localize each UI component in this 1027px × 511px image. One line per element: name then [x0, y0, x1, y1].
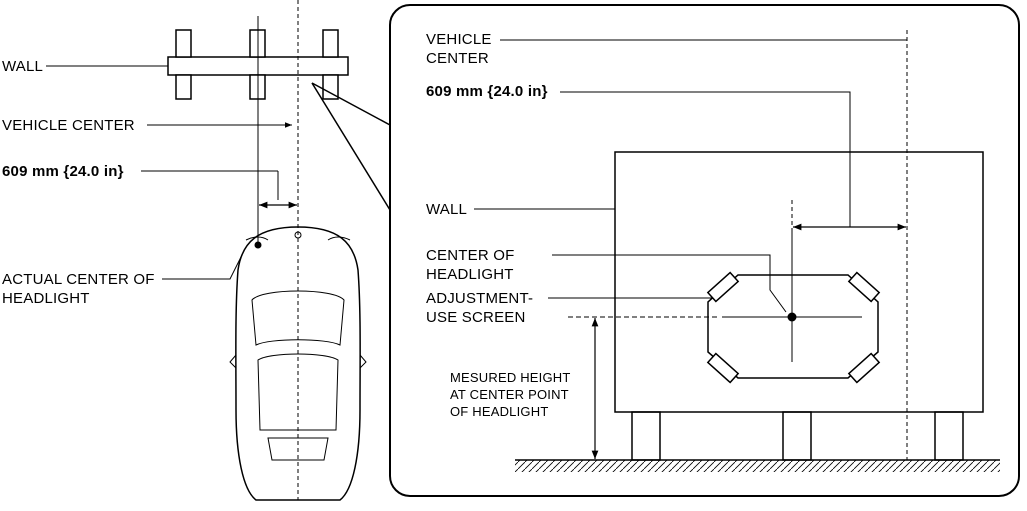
label-vehicle-center-left: VEHICLE CENTER [2, 117, 135, 134]
label-vehicle-center-detail-line2: CENTER [426, 50, 489, 67]
label-screen-line2: USE SCREEN [426, 309, 526, 326]
label-height-line2: AT CENTER POINT [450, 387, 569, 402]
actual-headlight-center-dot [254, 241, 262, 249]
adjustment-screen [706, 271, 881, 384]
headlight-center-dot [787, 312, 797, 322]
car-top-view [229, 226, 367, 501]
label-height-line3: OF HEADLIGHT [450, 404, 549, 419]
label-distance-detail: 609 mm {24.0 in} [426, 83, 548, 100]
wall-top-view [167, 29, 349, 100]
label-center-of-headlight-line1: CENTER OF [426, 247, 515, 264]
label-actual-center-line2: HEADLIGHT [2, 290, 90, 307]
label-height-line1: MESURED HEIGHT [450, 370, 571, 385]
label-actual-center-line1: ACTUAL CENTER OF [2, 271, 155, 288]
label-screen-line1: ADJUSTMENT- [426, 290, 534, 307]
ground-hatch [515, 460, 1000, 472]
leaders-left [46, 65, 292, 280]
detail-callout [311, 82, 391, 211]
label-center-of-headlight-line2: HEADLIGHT [426, 266, 514, 283]
label-wall-left: WALL [2, 58, 44, 75]
label-wall-detail: WALL [426, 201, 468, 218]
label-distance-left: 609 mm {24.0 in} [2, 163, 124, 180]
leaders-detail [474, 39, 907, 313]
label-vehicle-center-detail-line1: VEHICLE [426, 31, 492, 48]
